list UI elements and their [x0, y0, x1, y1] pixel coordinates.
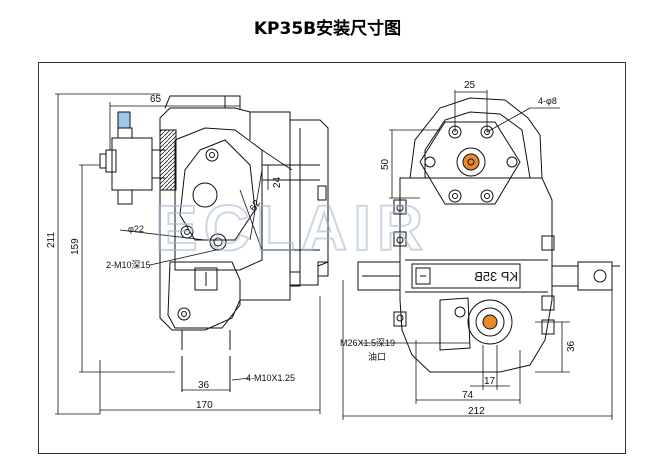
left-view — [99, 95, 329, 392]
right-dimensions — [342, 90, 613, 420]
dim-212: 212 — [468, 406, 485, 417]
watermark-logo: ECLAIR — [155, 192, 429, 264]
drawing-frame — [38, 62, 626, 454]
dim-211: 211 — [46, 232, 57, 248]
right-nameplate — [411, 263, 521, 289]
nameplate-marking: KP 35B — [474, 269, 518, 284]
dim-2-m10-depth15: 2-M10深15 — [106, 260, 151, 270]
dim-24: 24 — [272, 176, 283, 188]
dim-62: 62 — [248, 198, 263, 214]
left-shaft-block — [111, 137, 153, 191]
dim-4-m10x1-25: 4-M10X1.25 — [246, 373, 295, 383]
dim-m26x1-5-depth19: M26X1.5深19 — [340, 338, 395, 348]
right-main-body — [399, 177, 553, 373]
dim-36-right: 36 — [566, 340, 577, 352]
dim-159: 159 — [70, 238, 81, 255]
dim-65: 65 — [150, 94, 162, 105]
dim-170: 170 — [196, 400, 213, 411]
dim-74: 74 — [462, 390, 474, 401]
right-right-shaft — [551, 265, 579, 287]
dim-4-phi8: 4-φ8 — [538, 96, 557, 106]
dim-17: 17 — [484, 376, 496, 387]
dim-25: 25 — [464, 80, 476, 91]
left-dimensions — [55, 93, 321, 415]
right-view — [357, 97, 620, 373]
right-lower-port — [467, 299, 513, 345]
right-diamond-flange — [419, 121, 521, 205]
page-title: KP35B安装尺寸图 — [253, 19, 402, 39]
dim-phi22: φ22 — [128, 224, 144, 234]
dim-50: 50 — [380, 158, 391, 170]
right-spline-shaft — [456, 147, 486, 177]
left-lower-port — [167, 261, 241, 329]
dim-m26-oil-port: 油口 — [368, 351, 386, 362]
right-upper-housing — [409, 97, 543, 179]
left-bolt-hole — [209, 233, 227, 251]
left-bracket — [179, 139, 256, 241]
dim-36-left: 36 — [198, 380, 210, 391]
